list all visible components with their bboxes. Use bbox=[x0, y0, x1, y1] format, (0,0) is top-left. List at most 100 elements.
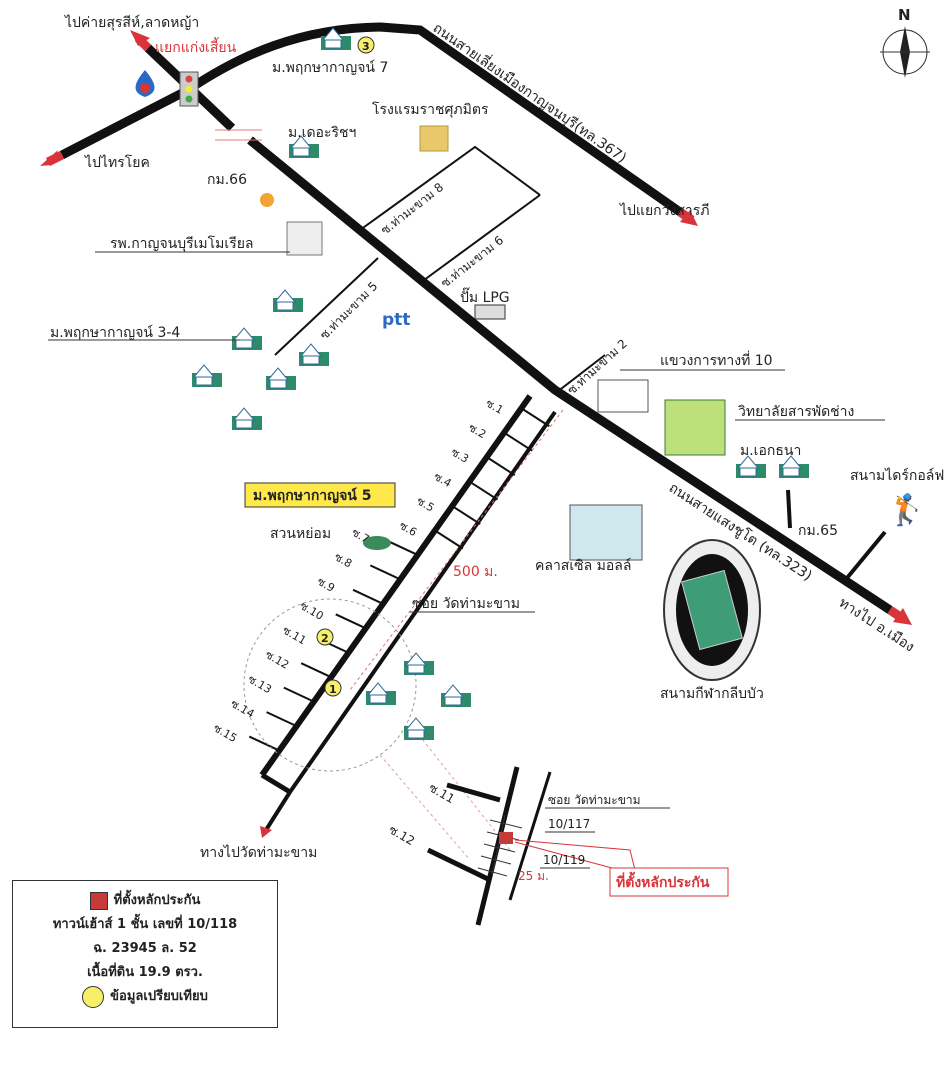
label-pruksa7: ม.พฤกษากาญจน์ 7 bbox=[272, 59, 388, 76]
comparison-marker-1: 1 bbox=[324, 679, 342, 697]
inset-label-10-119: 10/119 bbox=[543, 853, 585, 867]
svg-text:1: 1 bbox=[329, 683, 337, 696]
compass-north-label: N bbox=[898, 6, 911, 24]
svg-text:2: 2 bbox=[321, 632, 329, 645]
shell-station-icon bbox=[260, 193, 274, 207]
collateral-swatch-icon bbox=[89, 891, 108, 910]
legend-property: ทาวน์เฮ้าส์ 1 ชั้น เลขที่ 10/118 bbox=[52, 917, 238, 932]
comparison-circle-icon bbox=[82, 985, 105, 1008]
legend-collateral-text: ที่ตั้งหลักประกัน bbox=[113, 893, 201, 908]
road-bypass-367 bbox=[185, 22, 683, 216]
side-soi-14 bbox=[266, 711, 298, 728]
inset-label-soi-wat: ซอย วัดท่ามะขาม bbox=[548, 793, 641, 807]
lpg-station-icon bbox=[474, 304, 506, 320]
label-to-sai-yok: ไปไทรโยค bbox=[84, 154, 150, 171]
village-house-icon bbox=[736, 455, 766, 478]
legend: ที่ตั้งหลักประกัน ทาวน์เฮ้าส์ 1 ชั้น เลข… bbox=[12, 880, 278, 1028]
soi-5 bbox=[274, 257, 379, 356]
side-soi-4 bbox=[468, 480, 499, 501]
highway-office-icon bbox=[597, 379, 649, 413]
golf-icon: 🏌 bbox=[888, 492, 925, 528]
side-soi-label: ซ.4 bbox=[432, 470, 454, 490]
soi-wat-thamakham bbox=[259, 394, 533, 777]
arrow-wang-sarapi-icon bbox=[680, 210, 698, 226]
side-soi-label: ซ.13 bbox=[246, 672, 274, 696]
label-lpg: ปั๊ม LPG bbox=[460, 287, 510, 306]
road-sai-yok bbox=[59, 86, 191, 159]
collateral-callout bbox=[609, 867, 729, 897]
side-soi-1 bbox=[520, 407, 550, 428]
label-pruksa34: ม.พฤกษากาญจน์ 3-4 bbox=[50, 324, 180, 341]
side-soi-10 bbox=[335, 613, 367, 630]
svg-text:3: 3 bbox=[362, 40, 370, 53]
village-house-icon bbox=[232, 407, 262, 430]
village-house-icon bbox=[299, 343, 329, 366]
compass-icon bbox=[880, 26, 930, 78]
side-soi-label: ซ.2 bbox=[466, 421, 488, 441]
railway-crossing-icon bbox=[215, 129, 262, 141]
side-soi-label: ซ.1 bbox=[484, 397, 506, 417]
soi-wat-thamakham-east bbox=[264, 410, 557, 832]
side-soi-12 bbox=[300, 662, 332, 679]
label-soi-wat: ซอย วัดท่ามะขาม bbox=[412, 596, 520, 612]
label-km65: กม.65 bbox=[798, 523, 838, 539]
arrow-wat-icon bbox=[260, 826, 272, 838]
village-house-icon bbox=[321, 27, 351, 50]
inset-map bbox=[426, 766, 729, 926]
label-college: วิทยาลัยสารพัดช่าง bbox=[738, 404, 855, 420]
soi-2 bbox=[556, 354, 606, 393]
label-stadium: สนามกีฬากลีบบัว bbox=[660, 686, 764, 702]
village-house-icon bbox=[273, 289, 303, 312]
soi-8 bbox=[359, 145, 541, 231]
village-house-icon bbox=[192, 364, 222, 387]
side-soi-label: ซ.15 bbox=[211, 721, 239, 745]
soi-15-link bbox=[260, 772, 292, 795]
label-highway-office: แขวงการทางที่ 10 bbox=[660, 351, 773, 369]
village-house-icon bbox=[404, 652, 434, 675]
legend-collateral: ที่ตั้งหลักประกัน bbox=[13, 889, 277, 913]
side-soi-lines bbox=[248, 407, 550, 752]
side-soi-label: ซ.8 bbox=[332, 550, 354, 570]
traffic-light-icon bbox=[179, 71, 199, 107]
label-the-rich: ม.เดอะริชฯ bbox=[288, 125, 356, 141]
side-soi-8 bbox=[369, 564, 401, 581]
side-soi-label: ซ.10 bbox=[298, 599, 326, 623]
village-house-icon bbox=[779, 455, 809, 478]
arrow-mueang-icon bbox=[893, 608, 912, 625]
side-soi-label: ซ.6 bbox=[397, 519, 419, 539]
road-saengchuto-323 bbox=[247, 136, 893, 614]
label-to-wang-sarapi: ไปแยกวังสารภี bbox=[619, 202, 709, 219]
label-pruksa5: ม.พฤกษากาญจน์ 5 bbox=[253, 487, 371, 504]
ptt-flame-icon bbox=[140, 83, 150, 93]
hospital-icon bbox=[286, 221, 323, 256]
inset-label-soi12: ซ.12 bbox=[387, 822, 418, 848]
ptt-logo: ptt bbox=[382, 310, 410, 330]
legend-deed: ฉ. 23945 ล. 52 bbox=[93, 941, 197, 956]
side-soi-label: ซ.3 bbox=[449, 445, 471, 465]
label-km66: กม.66 bbox=[207, 172, 247, 188]
village-house-icon bbox=[404, 717, 434, 740]
label-soi5: ซ.ท่ามะขาม 5 bbox=[317, 279, 380, 342]
inset-label-10-117: 10/117 bbox=[548, 817, 590, 831]
side-soi-7 bbox=[387, 540, 419, 556]
distance-500m-line bbox=[349, 409, 564, 691]
label-park: สวนหย่อม bbox=[270, 526, 331, 542]
college-icon bbox=[664, 399, 726, 456]
ekthana-access-road bbox=[786, 489, 792, 529]
legend-comparison-text: ข้อมูลเปรียบเทียบ bbox=[110, 989, 208, 1004]
side-soi-3 bbox=[486, 456, 516, 476]
inset-label-25m: 25 ม. bbox=[518, 869, 549, 883]
comparison-radius-circle bbox=[243, 598, 417, 772]
collateral-plot bbox=[499, 832, 513, 844]
comparison-marker-2: 2 bbox=[316, 628, 334, 646]
legend-comparison: ข้อมูลเปรียบเทียบ bbox=[13, 985, 277, 1009]
side-soi-label: ซ.14 bbox=[228, 697, 256, 721]
park-icon bbox=[363, 536, 391, 550]
side-soi-6 bbox=[434, 529, 464, 550]
village-house-icon bbox=[232, 327, 262, 350]
side-soi-label: ซ.5 bbox=[414, 494, 436, 514]
label-mall: คลาสเซิล มอลล์ bbox=[535, 557, 631, 574]
side-soi-2 bbox=[503, 431, 533, 452]
